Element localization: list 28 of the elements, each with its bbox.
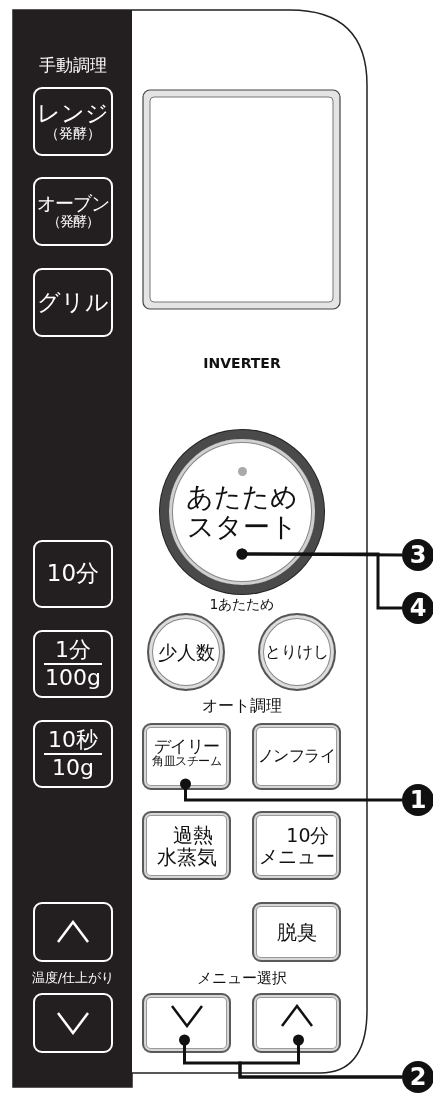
section-heading: オート調理 — [202, 695, 282, 717]
callout-number: 3 — [402, 539, 433, 571]
button: 10秒 10g — [33, 720, 113, 788]
button-caption: 温度/仕上がり — [31, 969, 115, 987]
down-button — [142, 993, 231, 1053]
button: 1分 100g — [33, 630, 113, 698]
button: レンジ （発酵） — [33, 87, 113, 156]
button-caption: メニュー選択 — [197, 968, 287, 988]
button: グリル — [33, 268, 113, 337]
button: 10分 — [33, 540, 113, 608]
model-label: INVERTER — [203, 355, 281, 371]
button: 過熱水蒸気 — [142, 811, 231, 880]
section-heading: 手動調理 — [39, 53, 107, 77]
leader-line — [238, 1034, 402, 1079]
callout-number: 4 — [402, 592, 433, 624]
down-button — [33, 993, 113, 1053]
button: デイリー 角皿スチーム — [142, 723, 231, 790]
callout-number: 2 — [402, 1061, 433, 1093]
button: 脱臭 — [252, 902, 341, 962]
callout-number: 1 — [402, 784, 433, 816]
up-button — [33, 902, 113, 962]
leader-line — [180, 778, 402, 802]
button: ノンフライ — [252, 723, 341, 790]
up-button — [252, 993, 341, 1053]
button: オーブン （発酵） — [33, 177, 113, 246]
leader-line — [236, 548, 402, 610]
button-caption: 1あたため — [209, 596, 275, 614]
button: 10分メニュー — [252, 811, 341, 880]
